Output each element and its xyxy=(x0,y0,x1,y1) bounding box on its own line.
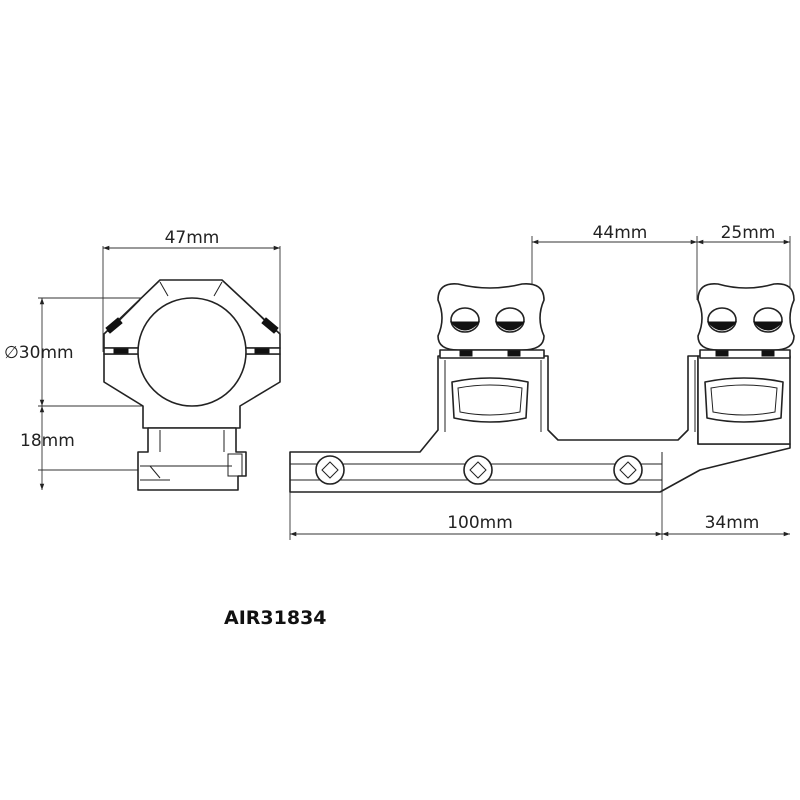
tube-bore xyxy=(137,297,247,407)
rail-screw-3 xyxy=(613,455,643,485)
rail-screw-1 xyxy=(315,455,345,485)
front-view: 47mm ∅30mm 18mm xyxy=(4,228,281,491)
window-right xyxy=(704,377,784,423)
front-rail-clamp xyxy=(137,427,247,491)
dim-ring-width: 25mm xyxy=(721,223,776,243)
side-body xyxy=(289,355,791,493)
dim-offset: 34mm xyxy=(705,513,760,533)
dim-front-width: 47mm xyxy=(165,228,220,248)
dim-base-length: 100mm xyxy=(447,513,513,533)
dim-tube-diameter: ∅30mm xyxy=(4,343,74,363)
part-number: AIR31834 xyxy=(224,607,327,629)
window-left xyxy=(451,377,529,423)
ring-cap-right xyxy=(697,283,795,359)
dim-center-height: 18mm xyxy=(20,431,75,451)
rail-screw-2 xyxy=(463,455,493,485)
ring-cap-left xyxy=(437,283,545,359)
dim-ring-spacing: 44mm xyxy=(593,223,648,243)
side-view: 44mm 25mm 100mm 34mm xyxy=(289,223,795,540)
